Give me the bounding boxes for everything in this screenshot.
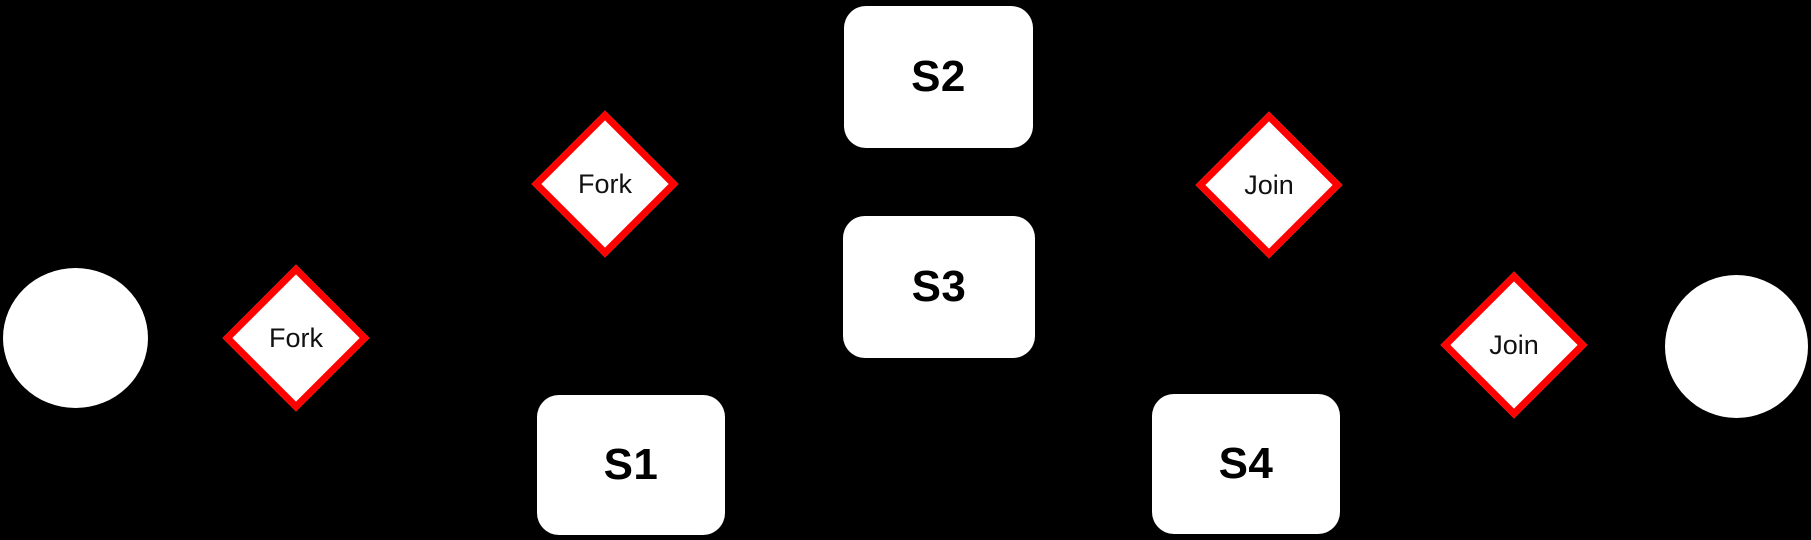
state-box-s1: S1 xyxy=(537,395,725,535)
final-state-circle xyxy=(1665,275,1808,418)
state-box-s4: S4 xyxy=(1152,394,1340,534)
join-node-1: Join xyxy=(1195,111,1343,259)
fork-node-1: Fork xyxy=(222,264,370,412)
join-node-2: Join xyxy=(1440,271,1588,419)
state-box-s3: S3 xyxy=(843,216,1035,358)
initial-state-circle xyxy=(3,268,148,408)
fork-node-1-label: Fork xyxy=(269,322,323,353)
fork-node-2-label: Fork xyxy=(578,168,632,199)
join-node-2-label: Join xyxy=(1489,329,1539,360)
fork-node-2: Fork xyxy=(531,110,679,258)
state-box-s2: S2 xyxy=(844,6,1033,148)
join-node-1-label: Join xyxy=(1244,169,1294,200)
